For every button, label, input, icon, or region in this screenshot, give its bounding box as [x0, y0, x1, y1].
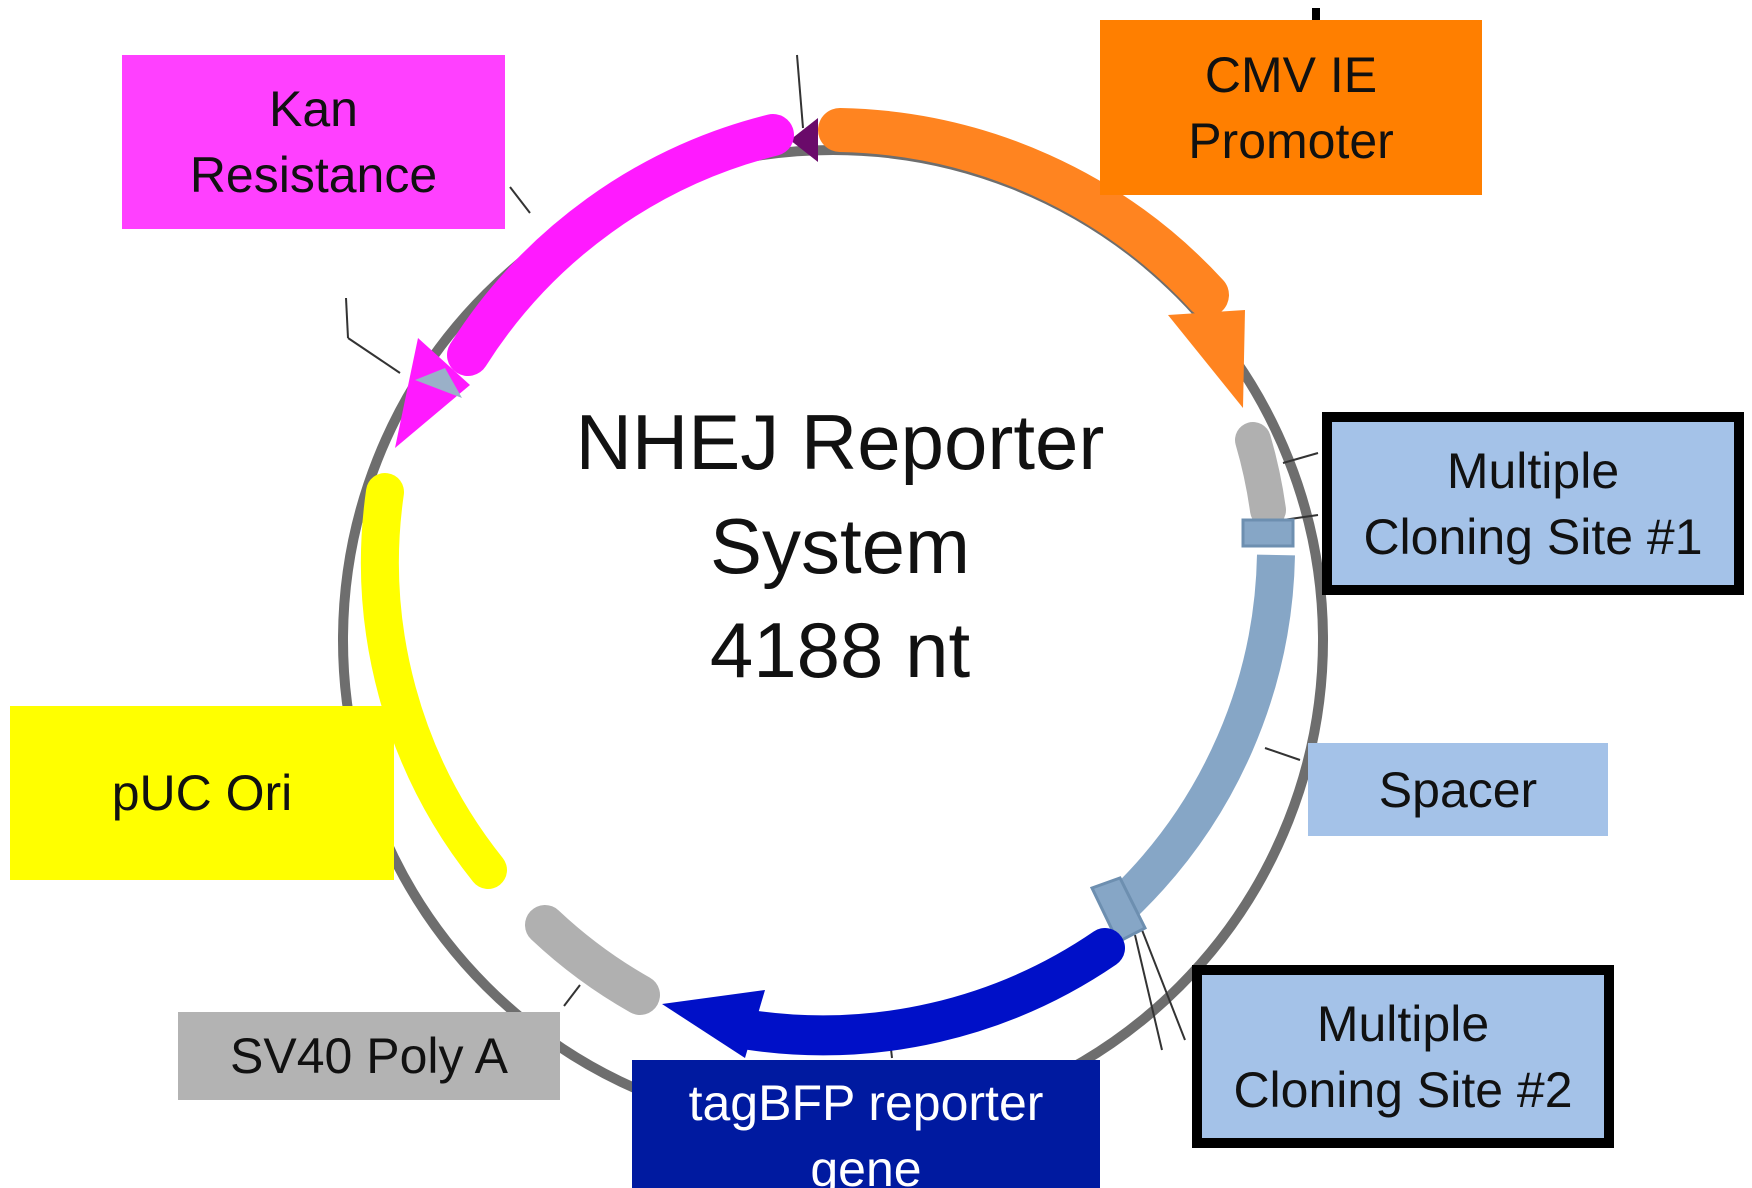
label-cmv-line1: CMV IE — [1204, 46, 1378, 103]
title-line-length: 4188 nt — [709, 606, 971, 694]
arc-puc-ori — [360, 473, 507, 889]
label-cmv-line2: Promoter — [1188, 112, 1394, 169]
label-mcs2: Multiple Cloning Site #2 — [1192, 965, 1614, 1148]
label-kan-line1: Kan — [269, 81, 358, 137]
arc-cmv-promoter — [818, 108, 1229, 317]
label-mcs1-line1: Multiple — [1446, 442, 1620, 499]
marker-small-bluegrey — [415, 368, 462, 398]
arrowhead-tagbfp — [662, 990, 765, 1058]
label-mcs1: Multiple Cloning Site #1 — [1322, 412, 1744, 595]
label-sv40-polya: SV40 Poly A — [178, 1012, 560, 1100]
label-puc-text: pUC Ori — [111, 765, 293, 821]
arc-kan-resistance — [447, 114, 794, 376]
marker-mcs2 — [1089, 876, 1148, 945]
arc-grey-upper-right — [1235, 422, 1286, 528]
label-kan-resistance: Kan Resistance — [122, 55, 505, 229]
arrowhead-cmv — [1168, 310, 1245, 408]
title-line-name: NHEJ Reporter — [575, 398, 1105, 486]
arrowhead-kan — [395, 338, 470, 448]
plasmid-title: NHEJ Reporter System 4188 nt — [540, 390, 1140, 702]
label-tagbfp: tagBFP reporter gene — [632, 1060, 1100, 1188]
arc-spacer — [1111, 554, 1295, 916]
label-cmv-promoter: CMV IE Promoter — [1100, 20, 1482, 195]
marker-mcs1 — [1241, 518, 1295, 548]
label-spacer-text: Spacer — [1378, 761, 1538, 818]
label-mcs1-line2: Cloning Site #1 — [1363, 508, 1703, 565]
label-sv40-text: SV40 Poly A — [230, 1028, 508, 1084]
label-spacer: Spacer — [1308, 743, 1608, 836]
label-mcs2-line1: Multiple — [1316, 995, 1490, 1052]
marker-top-purple — [790, 118, 818, 162]
label-bfp-line1: tagBFP reporter — [688, 1075, 1044, 1131]
title-line-system: System — [709, 502, 971, 590]
label-bfp-line2: gene — [810, 1141, 922, 1188]
label-mcs2-line2: Cloning Site #2 — [1233, 1061, 1573, 1118]
arc-tagbfp — [730, 928, 1125, 1056]
label-puc-ori: pUC Ori — [10, 706, 394, 880]
arc-sv40 — [525, 905, 660, 1015]
label-kan-line2: Resistance — [189, 147, 438, 203]
leader-lines — [345, 54, 1319, 1059]
